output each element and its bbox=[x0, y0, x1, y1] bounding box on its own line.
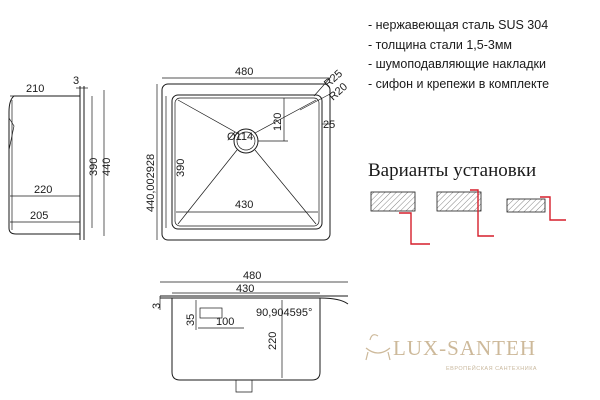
drain-inner bbox=[236, 131, 256, 151]
install-option-flush bbox=[506, 196, 566, 221]
top-dim-25: 25 bbox=[323, 119, 335, 131]
side-dim-210: 210 bbox=[26, 83, 44, 95]
brand-tagline: ЕВРОПЕЙСКАЯ САНТЕХНИКА bbox=[446, 366, 538, 372]
side-dim-440: 440 bbox=[101, 158, 113, 176]
top-dim-d114: Ø114 bbox=[227, 131, 253, 143]
front-dim-slope: 90,904595° bbox=[256, 307, 312, 319]
leader-r20 bbox=[299, 93, 331, 111]
top-dim-480: 480 bbox=[235, 66, 253, 78]
front-dim-430: 430 bbox=[236, 283, 254, 295]
leader-r25 bbox=[313, 77, 331, 97]
top-dim-390: 390 bbox=[175, 159, 187, 177]
top-dim-430: 430 bbox=[235, 199, 253, 211]
side-dim-390: 390 bbox=[88, 158, 100, 176]
spec-item-material: - нержавеющая сталь SUS 304 bbox=[368, 18, 549, 32]
top-view-bowl-inner bbox=[174, 97, 320, 227]
brand-logo: LUX-SANTEH bbox=[393, 336, 536, 360]
diag-br bbox=[254, 149, 317, 225]
front-bowl bbox=[171, 298, 321, 381]
top-view: 480 R25 R20 120 Ø114 25 390 440,002928 4… bbox=[145, 66, 350, 241]
countertop-slab bbox=[370, 191, 416, 212]
install-option-undermount bbox=[370, 191, 430, 245]
spec-item-noise-pads: - шумоподавляющие накладки bbox=[368, 57, 546, 71]
front-dim-220: 220 bbox=[267, 332, 279, 350]
spec-item-thickness: - толщина стали 1,5-3мм bbox=[368, 37, 513, 52]
front-drain bbox=[235, 380, 253, 393]
sink-profile-red bbox=[399, 212, 430, 245]
countertop-slab bbox=[506, 198, 546, 213]
side-dim-3: 3 bbox=[73, 75, 79, 87]
front-dim-3: 3 bbox=[151, 303, 163, 309]
side-view-body bbox=[8, 95, 81, 235]
install-options-title: Варианты установки bbox=[368, 160, 537, 181]
front-dim-35: 35 bbox=[185, 314, 197, 326]
countertop-slab bbox=[436, 191, 482, 212]
side-view: 210 3 390 440 220 205 bbox=[8, 75, 113, 240]
diag-tl bbox=[177, 99, 238, 134]
top-dim-120: 120 bbox=[272, 113, 284, 131]
top-view-outer-rim bbox=[161, 83, 331, 241]
sink-profile-red bbox=[470, 189, 494, 237]
front-overflow bbox=[199, 307, 223, 319]
diag-tr bbox=[254, 99, 317, 134]
front-dim-480: 480 bbox=[243, 270, 261, 282]
spec-list: - нержавеющая сталь SUS 304 - толщина ст… bbox=[368, 16, 549, 94]
install-option-inset bbox=[436, 189, 494, 237]
front-dim-100: 100 bbox=[216, 316, 234, 328]
side-view-overflow bbox=[8, 117, 15, 151]
logo-bathtub-icon bbox=[365, 334, 391, 361]
sink-profile-red bbox=[540, 196, 566, 221]
side-dim-205: 205 bbox=[30, 210, 48, 222]
spec-item-siphon: - сифон и крепежи в комплекте bbox=[368, 76, 550, 91]
top-view-bowl bbox=[171, 94, 323, 230]
front-view: 480 430 3 35 100 90,904595° 220 bbox=[151, 270, 349, 393]
top-dim-440: 440,002928 bbox=[145, 154, 157, 212]
side-dim-220: 220 bbox=[34, 184, 52, 196]
